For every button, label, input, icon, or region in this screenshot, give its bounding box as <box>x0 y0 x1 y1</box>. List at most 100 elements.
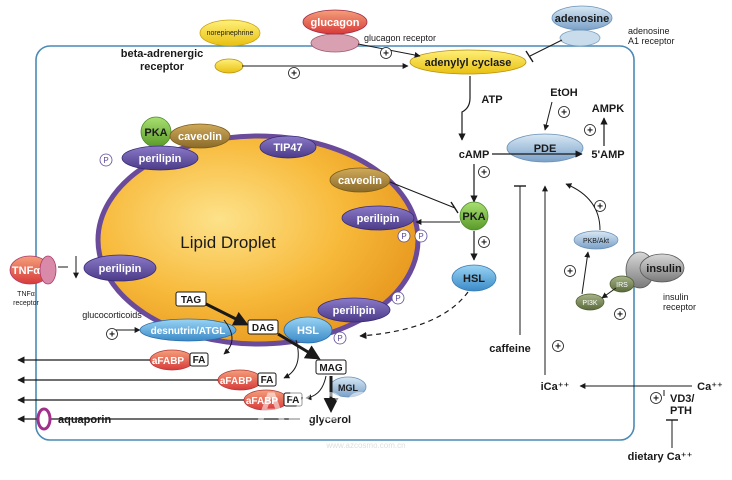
svg-text:+: + <box>383 49 389 60</box>
lipid-droplet-label: Lipid Droplet <box>180 233 276 252</box>
pde: PDE <box>506 133 584 163</box>
afabp-fa-3: aFABP FA <box>243 389 303 411</box>
svg-text:+: + <box>587 126 593 137</box>
pi3k-label: PI3K <box>582 300 598 307</box>
pka-cytosolic: PKA <box>459 201 489 231</box>
beta-adrenergic-label-1: beta-adrenergic <box>121 48 204 60</box>
inhibit-adenosine-to-ac <box>529 39 563 57</box>
svg-text:aFABP: aFABP <box>152 356 185 367</box>
svg-text:+: + <box>481 168 487 179</box>
pkb-akt-label: PKB/Akt <box>583 238 609 245</box>
ampk-label: AMPK <box>592 103 624 115</box>
svg-text:P: P <box>103 156 108 165</box>
tip47: TIP47 <box>259 135 317 159</box>
tnf-receptor-label-2: receptor <box>13 300 39 307</box>
adenosine-receptor: adenosine <box>551 5 613 47</box>
svg-text:+: + <box>481 238 487 249</box>
hsl-cytosolic: HSL <box>451 264 497 292</box>
inhibit-caveolin-to-pka <box>389 181 456 209</box>
arrow-fa-release-1 <box>223 319 233 355</box>
caveolin-right: caveolin <box>329 167 391 193</box>
phospho-p: P <box>391 291 405 305</box>
svg-text:FA: FA <box>261 375 274 386</box>
svg-text:desnutrin/ATGL: desnutrin/ATGL <box>151 326 226 337</box>
adenosine-label: adenosine <box>555 13 609 25</box>
glucagon-label: glucagon <box>311 17 360 29</box>
plus-sign: + <box>614 308 626 321</box>
afabp-fa-2: aFABP FA <box>217 369 277 391</box>
arrow-irs-to-pi3k <box>601 287 617 299</box>
hsl-droplet: HSL <box>283 316 333 344</box>
glucagon-receptor-label: glucagon receptor <box>364 33 436 43</box>
svg-text:caveolin: caveolin <box>178 131 222 143</box>
caveolin-top: caveolin <box>169 123 231 149</box>
plus-sign: + <box>594 200 606 213</box>
phospho-p: P <box>333 331 347 345</box>
camp-label: cAMP <box>459 149 490 161</box>
arrow-ac-to-camp <box>458 76 471 141</box>
svg-text:aFABP: aFABP <box>246 396 279 407</box>
perilipin-top: perilipin <box>121 145 199 171</box>
phospho-p: P <box>414 229 428 243</box>
arrow-tag-to-dag <box>205 302 249 326</box>
svg-text:TIP47: TIP47 <box>273 142 302 154</box>
svg-text:PKA: PKA <box>144 127 167 139</box>
svg-text:HSL: HSL <box>297 325 319 337</box>
adenosine-receptor-label-1: adenosine <box>628 26 670 36</box>
phospho-p: P <box>99 153 113 167</box>
watermark-url: www.azcosmo.com.cn <box>325 441 405 450</box>
perilipin-right: perilipin <box>341 205 415 231</box>
arrow-fa-release-3 <box>305 375 327 401</box>
afabp-fa-1: aFABP FA <box>149 349 209 371</box>
svg-text:P: P <box>395 294 400 303</box>
beta-adrenergic-label-2: receptor <box>140 61 185 73</box>
plus-sign: + <box>106 328 118 341</box>
svg-text:perilipin: perilipin <box>333 305 376 317</box>
pth-label: PTH <box>670 405 692 417</box>
aquaporin-label: aquaporin <box>58 414 111 426</box>
svg-text:+: + <box>109 330 115 341</box>
perilipin-left: perilipin <box>83 254 157 282</box>
adenosine-receptor-label-2: A1 receptor <box>628 36 675 46</box>
norepinephrine-receptor: norepinephrine <box>199 19 261 74</box>
svg-text:MGL: MGL <box>338 383 358 393</box>
irs-label: IRS <box>616 282 628 289</box>
plus-sign: + <box>650 392 662 405</box>
svg-text:+: + <box>561 108 567 119</box>
glucocorticoids-label: glucocorticoids <box>82 310 142 320</box>
svg-text:perilipin: perilipin <box>99 263 142 275</box>
mag-box: MAG <box>315 359 347 375</box>
svg-text:FA: FA <box>287 395 300 406</box>
adenylyl-cyclase: adenylyl cyclase <box>409 49 527 75</box>
tnf-receptor: TNFα <box>9 255 57 285</box>
svg-text:P: P <box>401 232 406 241</box>
insulin-label: insulin <box>646 263 682 275</box>
aquaporin-channel <box>36 407 52 431</box>
etoh-label: EtOH <box>550 87 578 99</box>
hsl-label: HSL <box>463 273 485 285</box>
glycerol-label: glycerol <box>309 414 351 426</box>
ica-label: iCa⁺⁺ <box>541 381 570 393</box>
pka-droplet: PKA <box>140 116 172 148</box>
perilipin-bottom: perilipin <box>317 297 391 323</box>
insulin-receptor: insulin <box>625 251 685 289</box>
svg-text:MAG: MAG <box>319 363 343 374</box>
pka-label: PKA <box>462 211 485 223</box>
svg-text:P: P <box>337 334 342 343</box>
plus-sign: + <box>558 106 570 119</box>
pi3k: PI3K <box>575 293 605 311</box>
tnf-receptor-label-1: TNFα <box>17 291 35 298</box>
plus-sign: + <box>478 236 490 249</box>
desnutrin-atgl: desnutrin/ATGL <box>139 318 237 342</box>
arrow-pi3k-to-pkb <box>581 251 591 295</box>
insulin-receptor-label-1: insulin <box>663 292 689 302</box>
svg-text:DAG: DAG <box>252 323 274 334</box>
atp-label: ATP <box>481 94 502 106</box>
svg-text:P: P <box>418 232 423 241</box>
pde-label: PDE <box>534 143 557 155</box>
svg-text:FA: FA <box>193 355 206 366</box>
svg-text:perilipin: perilipin <box>357 213 400 225</box>
svg-text:TAG: TAG <box>181 295 202 306</box>
